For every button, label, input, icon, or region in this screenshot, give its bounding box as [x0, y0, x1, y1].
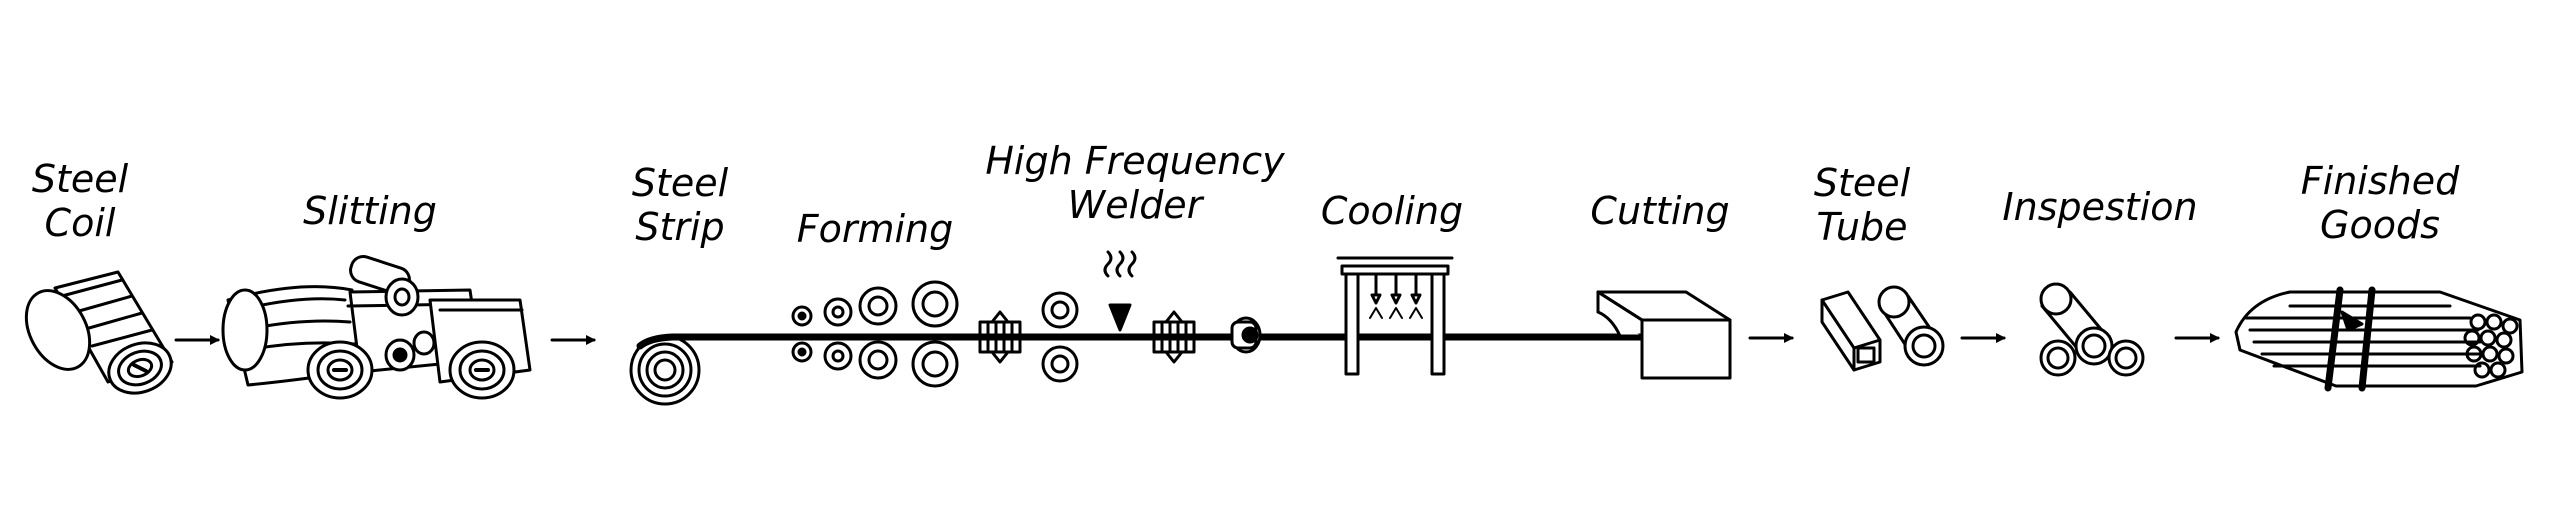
- label-cooling-line1: Cooling: [1320, 189, 1464, 233]
- label-steel-tube-line1: Steel: [1813, 161, 1911, 205]
- label-welder-line1: High Frequency: [985, 139, 1285, 183]
- label-inspection: Inspestion: [2002, 185, 2198, 230]
- cutting-machine-icon: [1598, 292, 1730, 378]
- label-finished-goods-line2: Goods: [2320, 202, 2440, 247]
- label-slitting: Slitting: [303, 189, 437, 234]
- label-steel-strip-line2: Strip: [635, 204, 725, 249]
- label-finished-goods-line1: Finished: [2300, 159, 2460, 203]
- label-cutting: Cutting: [1590, 189, 1730, 234]
- steel-coil-icon: [14, 272, 179, 401]
- label-cutting-line1: Cutting: [1590, 189, 1730, 233]
- inspection-tubes-icon: [2041, 284, 2143, 375]
- label-welder-line2: Welder: [1067, 182, 1203, 227]
- label-steel-strip-line1: Steel: [631, 161, 729, 205]
- slitting-machine-icon: [223, 253, 530, 398]
- label-steel-strip: Steel Strip: [631, 161, 729, 249]
- forming-rollers-icon: [793, 282, 957, 386]
- cooling-station-icon: [1338, 258, 1452, 374]
- label-slitting-line1: Slitting: [303, 189, 437, 233]
- label-steel-tube-line2: Tube: [1816, 204, 1908, 249]
- steel-tube-icon: [1822, 287, 1943, 370]
- label-cooling: Cooling: [1320, 189, 1464, 234]
- label-inspection-line1: Inspestion: [2002, 185, 2198, 229]
- finished-goods-bundle-icon: [2236, 290, 2522, 388]
- label-steel-coil-line1: Steel: [31, 157, 129, 201]
- label-forming-line1: Forming: [796, 207, 954, 251]
- label-finished-goods: Finished Goods: [2300, 159, 2460, 247]
- label-welder: High Frequency Welder: [985, 139, 1285, 227]
- label-forming: Forming: [796, 207, 954, 252]
- welder-icon: [975, 252, 1260, 381]
- label-steel-tube: Steel Tube: [1813, 161, 1911, 249]
- steel-strip-roll-icon: [631, 336, 1650, 404]
- label-steel-coil: Steel Coil: [31, 157, 129, 245]
- label-steel-coil-line2: Coil: [44, 200, 116, 245]
